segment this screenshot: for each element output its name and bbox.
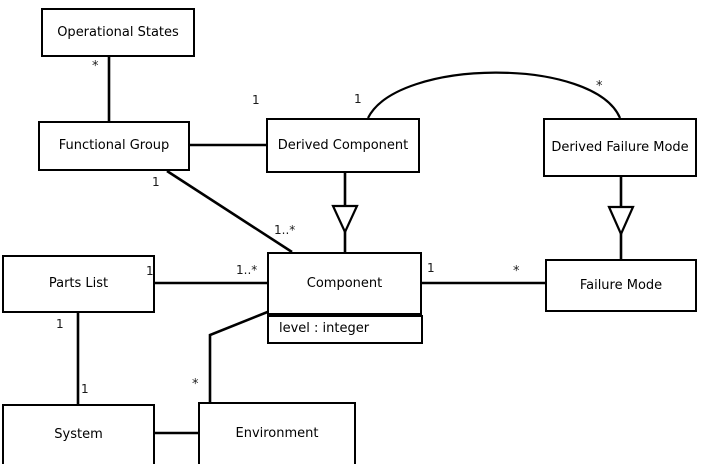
- generalization-triangle-component: [331, 204, 359, 235]
- class-name-label: Operational States: [57, 24, 179, 40]
- multiplicity-component-environment: *: [192, 377, 199, 392]
- connector-functional-group-component: [166, 169, 293, 254]
- multiplicity-functional-group-derived-component: 1: [252, 93, 260, 107]
- multiplicity-functional-group-source: 1: [152, 175, 160, 189]
- multiplicity-parts-list-system-target: 1: [81, 382, 89, 396]
- multiplicity-component-from-functional-group: 1..*: [274, 223, 296, 237]
- multiplicity-derived-failure-mode-arc: *: [596, 79, 603, 94]
- connector-derived-component-derived-failure-mode: [367, 71, 622, 119]
- uml-class-component[interactable]: Component: [267, 252, 422, 315]
- class-name-label: Environment: [235, 426, 319, 442]
- multiplicity-derived-component-arc: 1: [354, 92, 362, 106]
- class-name-label: Derived Failure Mode: [551, 139, 689, 155]
- class-name-label: System: [54, 427, 103, 443]
- uml-class-system[interactable]: System: [2, 404, 155, 464]
- class-name-label: Derived Component: [277, 137, 409, 153]
- connector-component-environment: [208, 309, 271, 402]
- class-name-label: Failure Mode: [579, 277, 663, 293]
- multiplicity-operational-states: *: [92, 59, 99, 74]
- uml-class-parts-list[interactable]: Parts List: [2, 255, 155, 313]
- class-name-label: Parts List: [48, 276, 109, 292]
- uml-class-failure-mode[interactable]: Failure Mode: [545, 259, 697, 312]
- class-attribute-level: level : integer: [279, 321, 370, 336]
- multiplicity-component-failure-mode-source: 1: [427, 261, 435, 275]
- multiplicity-parts-list-system-source: 1: [56, 317, 64, 331]
- multiplicity-component-failure-mode-target: *: [513, 264, 520, 279]
- uml-class-derived-failure-mode[interactable]: Derived Failure Mode: [543, 118, 697, 177]
- uml-class-component-attributes[interactable]: level : integer: [267, 315, 423, 344]
- generalization-triangle-failure-mode: [607, 205, 635, 237]
- class-name-label: Component: [306, 275, 383, 291]
- multiplicity-parts-list-component-source: 1: [146, 264, 154, 278]
- uml-class-operational-states[interactable]: Operational States: [41, 8, 195, 57]
- uml-class-derived-component[interactable]: Derived Component: [266, 118, 420, 173]
- class-name-label: Functional Group: [58, 138, 170, 154]
- uml-class-environment[interactable]: Environment: [198, 402, 356, 464]
- uml-class-functional-group[interactable]: Functional Group: [38, 121, 190, 171]
- multiplicity-parts-list-component-target: 1..*: [236, 263, 258, 277]
